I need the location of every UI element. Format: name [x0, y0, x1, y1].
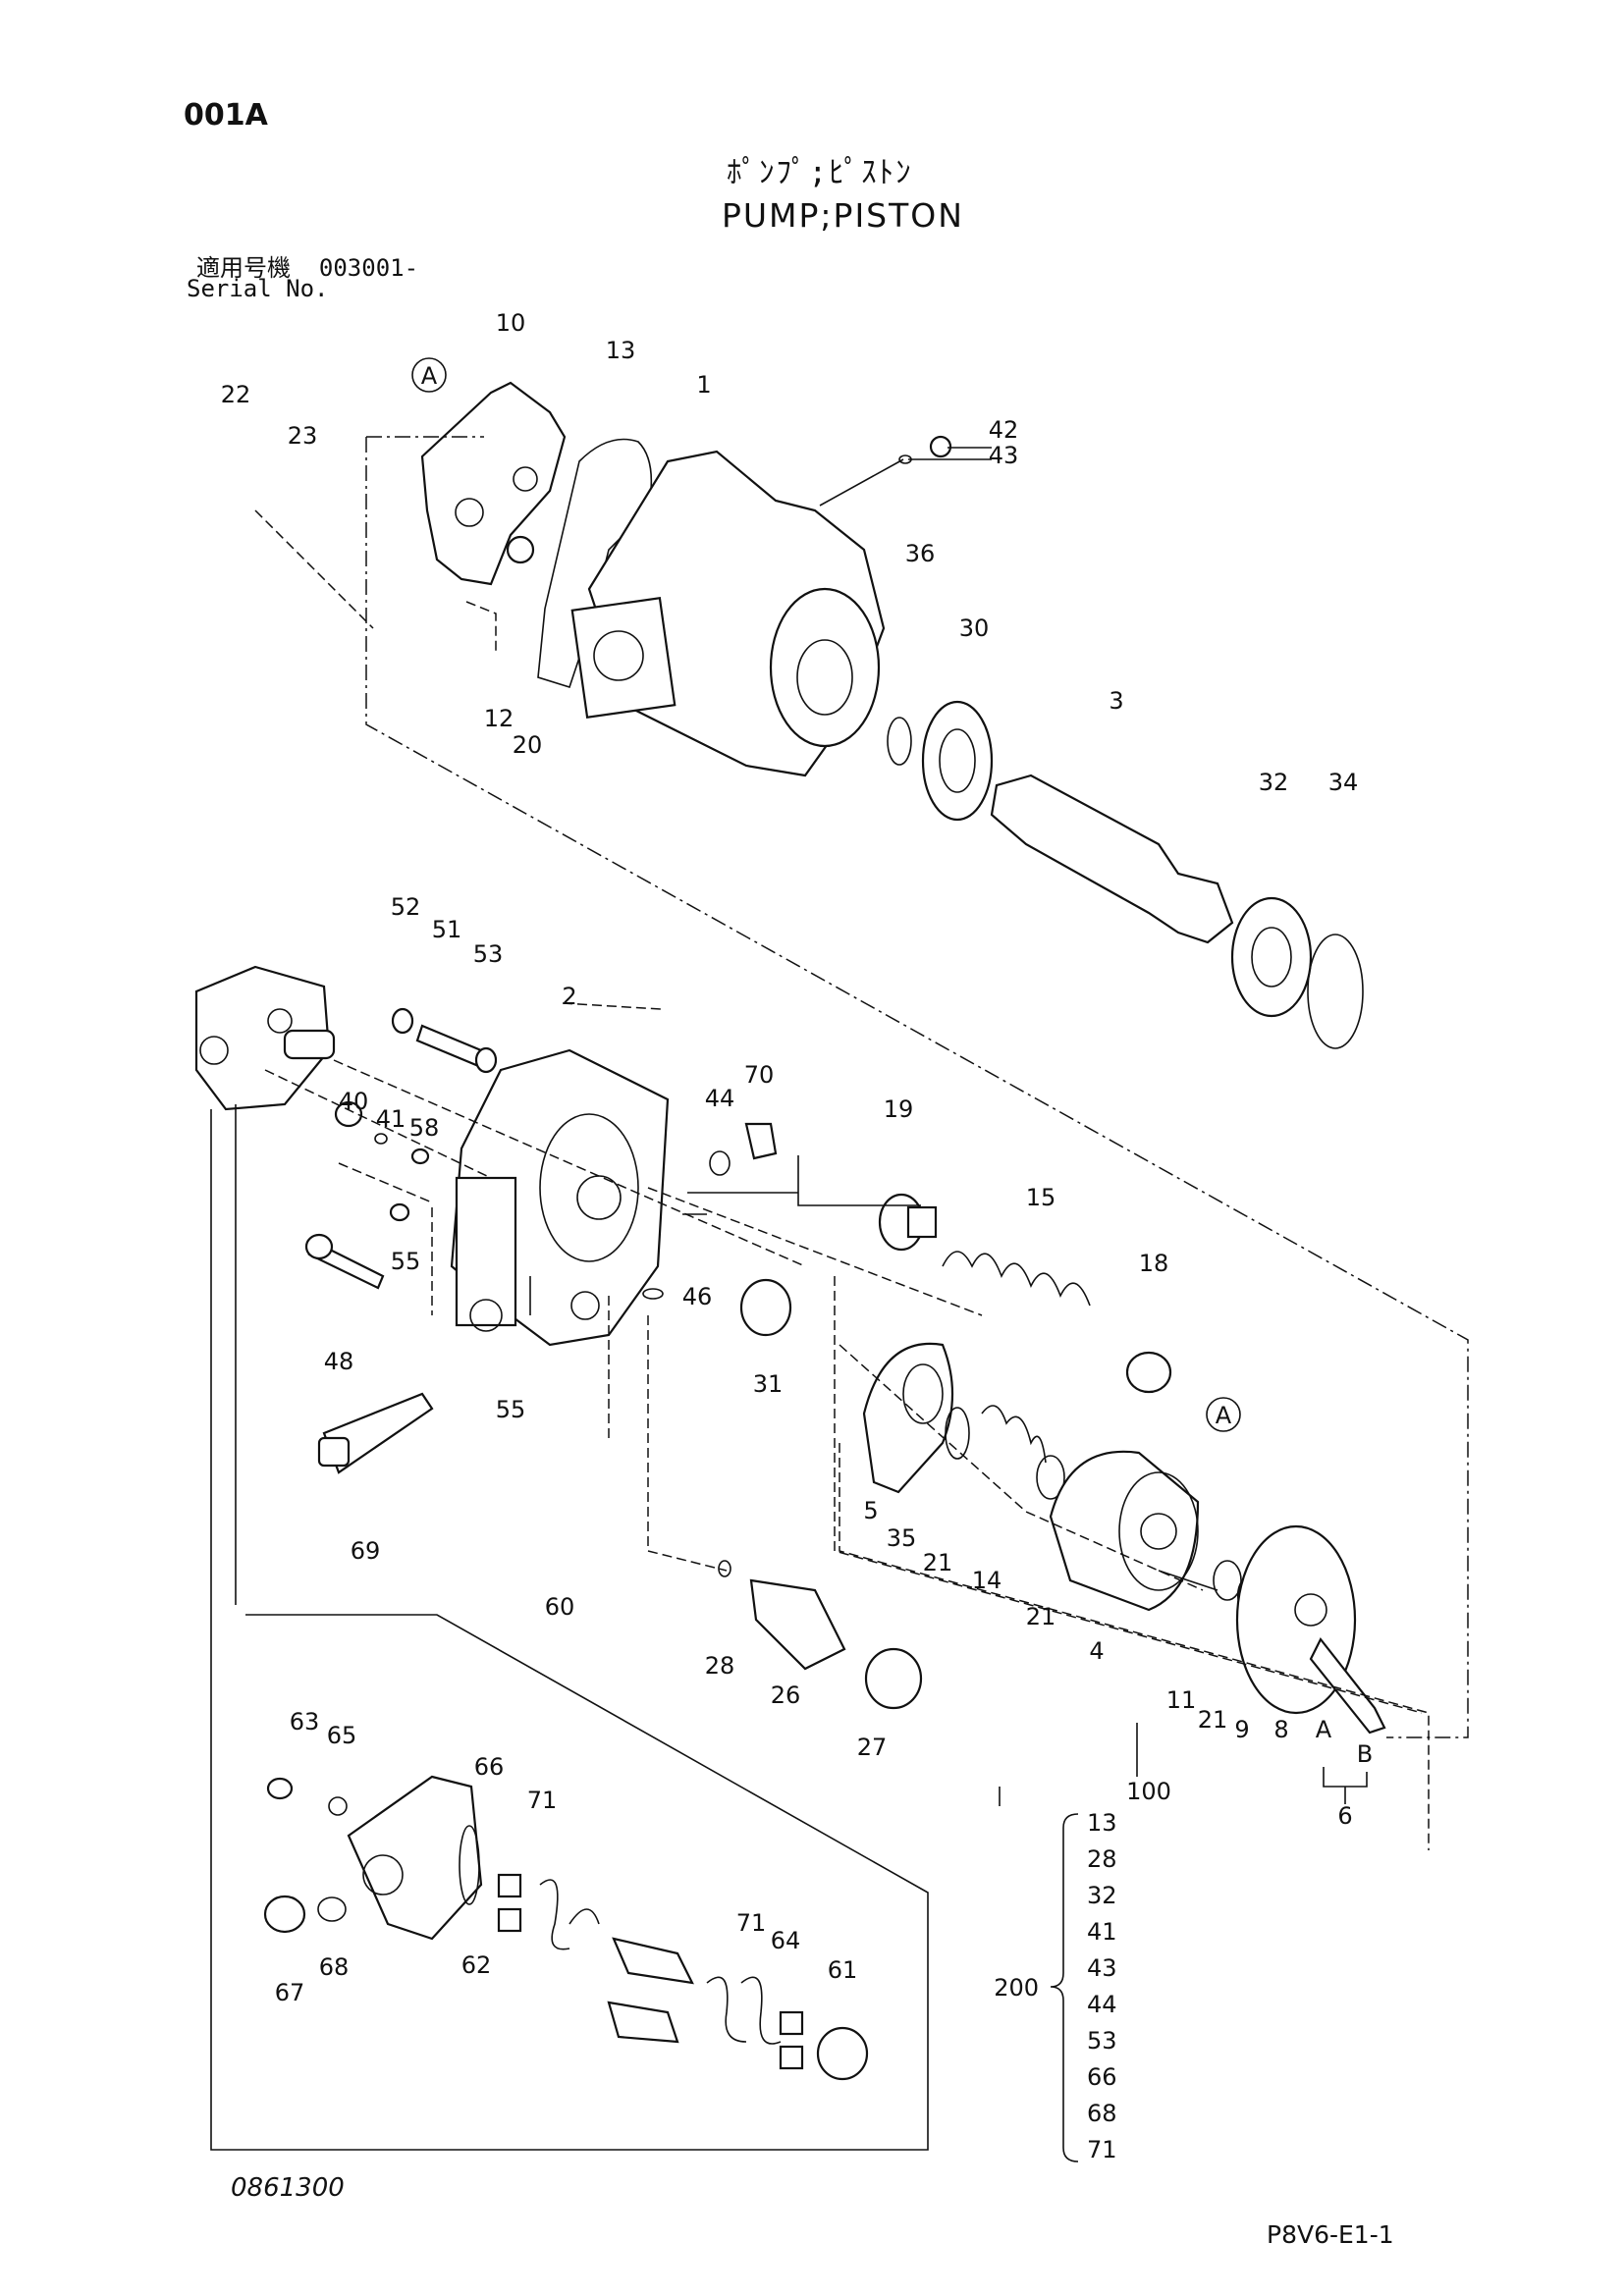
serial-label-en: Serial No. — [187, 275, 329, 302]
callout-13: 13 — [606, 337, 636, 364]
callout-21: 21 — [923, 1549, 953, 1576]
reference-mark-a: A — [421, 362, 438, 390]
title-japanese: ﾎﾟﾝﾌﾟ;ﾋﾟｽﾄﾝ — [727, 155, 913, 190]
callout-58: 58 — [409, 1114, 440, 1142]
leader-lines — [210, 436, 1469, 2151]
callout-61: 61 — [828, 1956, 858, 1984]
callout-55: 55 — [496, 1396, 526, 1423]
callout-65: 65 — [327, 1722, 357, 1749]
callout-35: 35 — [887, 1524, 917, 1552]
callout-numbers: 1234568910111213141518192021212122232627… — [221, 309, 1359, 2006]
callout-44: 44 — [705, 1085, 735, 1112]
kit-200-item: 44 — [1087, 1991, 1117, 2018]
callout-8: 8 — [1273, 1716, 1288, 1743]
callout-19: 19 — [884, 1095, 914, 1123]
reference-mark-a: A — [1216, 1402, 1232, 1429]
callout-64: 64 — [771, 1927, 801, 1954]
cover-drawing — [420, 381, 567, 586]
kit-200-item: 28 — [1087, 1845, 1117, 1873]
callout-68: 68 — [319, 1953, 350, 1981]
kit-200-group: 200 13 28 32 41 43 44 53 66 68 71 — [994, 1809, 1116, 2163]
callout-100: 100 — [1126, 1778, 1171, 1805]
callout-40: 40 — [339, 1088, 369, 1115]
part-drawings — [194, 381, 1386, 2081]
serial-range: 適用号機 003001- — [196, 248, 418, 283]
kit-200-item: 53 — [1087, 2027, 1117, 2055]
serial-label-jp: 適用号機 — [196, 254, 291, 282]
callout-14: 14 — [972, 1567, 1002, 1594]
callout-70: 70 — [744, 1061, 775, 1089]
callout-4: 4 — [1089, 1637, 1104, 1665]
reference-mark-b: B — [1357, 1740, 1373, 1768]
callout-62: 62 — [461, 1951, 492, 1979]
shaft-drawing — [990, 774, 1234, 944]
callout-28: 28 — [705, 1652, 735, 1680]
callout-34: 34 — [1328, 769, 1359, 796]
callout-69: 69 — [351, 1537, 381, 1565]
reference-mark-a: A — [1316, 1716, 1332, 1743]
kit-200-label: 200 — [994, 1974, 1039, 2002]
callout-12: 12 — [484, 705, 514, 732]
serial-value: 003001- — [318, 254, 419, 282]
callout-27: 27 — [857, 1734, 888, 1761]
callout-15: 15 — [1026, 1184, 1056, 1211]
callout-3: 3 — [1109, 687, 1123, 715]
callout-20: 20 — [513, 731, 543, 759]
callout-41: 41 — [376, 1105, 406, 1133]
callout-60: 60 — [545, 1593, 575, 1621]
callout-66: 66 — [474, 1753, 505, 1781]
sheet-reference: P8V6-E1-1 — [1267, 2220, 1394, 2249]
kit-200-item: 41 — [1087, 1918, 1117, 1946]
callout-21: 21 — [1026, 1603, 1056, 1630]
reference-marks: A A A B — [411, 357, 1373, 1804]
title-english: PUMP;PISTON — [722, 196, 964, 235]
callout-22: 22 — [221, 381, 251, 408]
callout-55: 55 — [391, 1248, 421, 1275]
callout-53: 53 — [473, 940, 504, 968]
callout-32: 32 — [1259, 769, 1289, 796]
callout-52: 52 — [391, 893, 421, 921]
callout-2: 2 — [562, 983, 576, 1010]
kit-200-item: 13 — [1087, 1809, 1117, 1837]
callout-11: 11 — [1166, 1686, 1197, 1714]
callout-42: 42 — [989, 416, 1019, 444]
callout-18: 18 — [1139, 1250, 1169, 1277]
callout-63: 63 — [290, 1708, 320, 1735]
kit-200-item: 66 — [1087, 2063, 1117, 2091]
callout-10: 10 — [496, 309, 526, 337]
callout-23: 23 — [288, 422, 318, 450]
kit-200-item: 43 — [1087, 1954, 1117, 1982]
callout-43: 43 — [989, 442, 1019, 469]
callout-6: 6 — [1337, 1802, 1352, 1830]
callout-71: 71 — [736, 1909, 767, 1937]
callout-46: 46 — [682, 1283, 713, 1310]
callout-5: 5 — [863, 1497, 878, 1524]
callout-30: 30 — [959, 614, 990, 642]
kit-200-items: 13 28 32 41 43 44 53 66 68 71 — [1087, 1809, 1117, 2163]
callout-26: 26 — [771, 1682, 801, 1709]
callout-21: 21 — [1198, 1706, 1228, 1734]
kit-200-item: 71 — [1087, 2136, 1117, 2163]
callout-71: 71 — [527, 1787, 558, 1814]
callout-36: 36 — [905, 540, 936, 567]
callout-67: 67 — [275, 1979, 305, 2006]
drawing-number: 0861300 — [231, 2173, 345, 2203]
callout-9: 9 — [1234, 1716, 1249, 1743]
callout-31: 31 — [753, 1370, 784, 1398]
callout-51: 51 — [432, 916, 462, 943]
page-code: 001A — [184, 98, 268, 133]
callout-48: 48 — [324, 1348, 354, 1375]
callout-1: 1 — [696, 371, 711, 399]
cylinder-block-drawing — [1049, 1450, 1200, 1612]
kit-200-item: 68 — [1087, 2100, 1117, 2127]
kit-200-item: 32 — [1087, 1882, 1117, 1909]
